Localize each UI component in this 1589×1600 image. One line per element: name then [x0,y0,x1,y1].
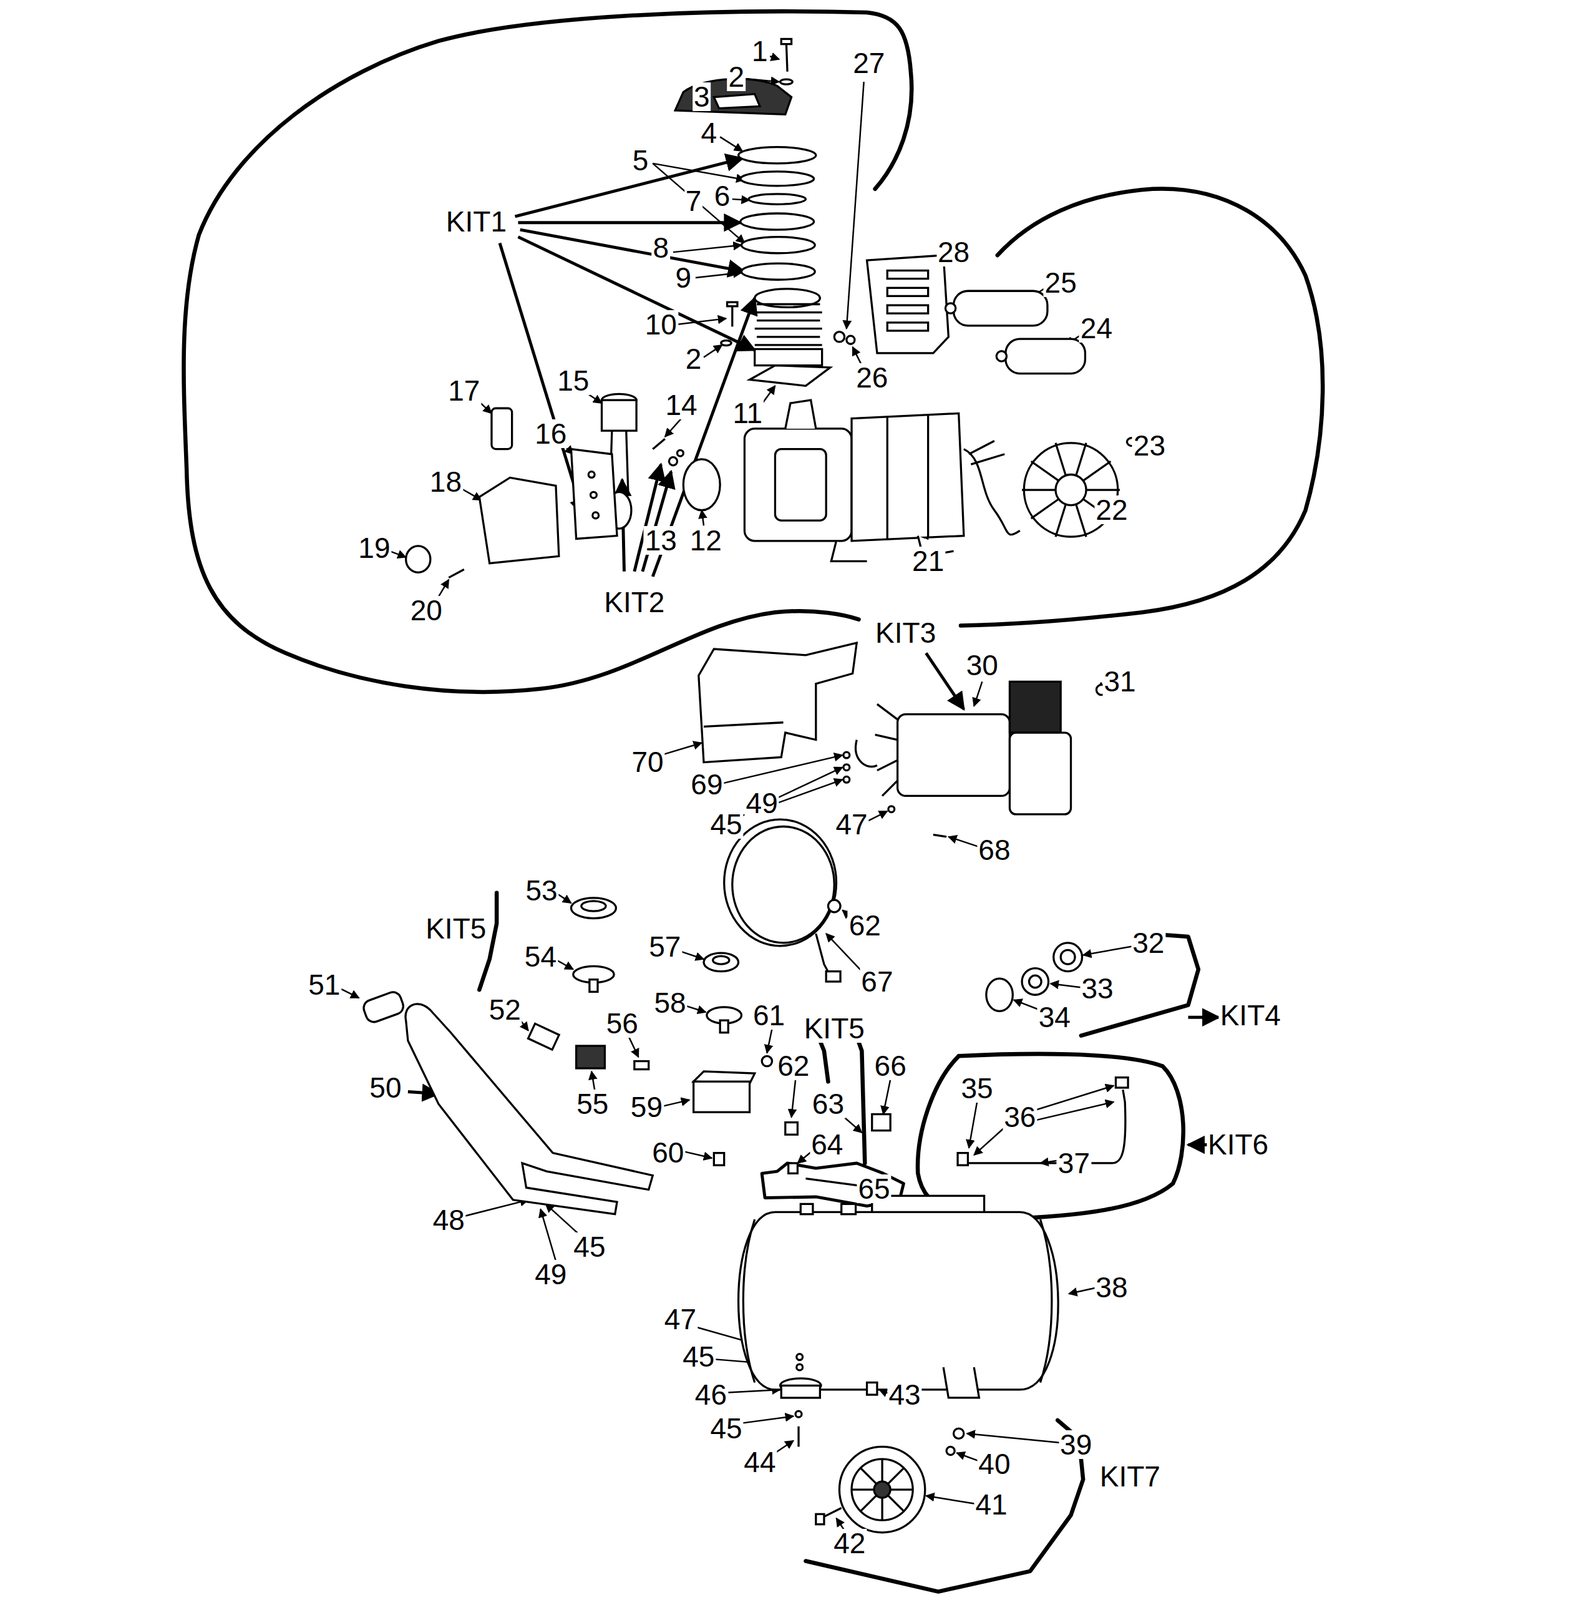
callout-number: 19 [356,533,392,563]
callout-number: 14 [663,390,699,420]
kit-label: KIT6 [1206,1129,1270,1159]
callout-number: 45 [681,1341,716,1371]
callout-number: 39 [1058,1429,1094,1459]
callout-number: 37 [1056,1148,1092,1178]
callout-number: 26 [854,363,890,392]
callout-number: 52 [487,995,523,1024]
kit-label: KIT7 [1098,1461,1162,1491]
callout-number: 8 [651,233,671,263]
callout-number: 42 [832,1528,867,1558]
callout-number: 69 [689,769,724,799]
callout-number: 55 [575,1089,610,1118]
callout-number: 30 [965,650,1000,680]
callout-number: 13 [643,525,679,555]
kit-label: KIT2 [602,587,666,617]
callout-number: 10 [643,310,679,339]
callout-number: 15 [555,366,591,395]
callout-number: 23 [1132,431,1167,460]
part-drawings [361,38,1137,1532]
callout-number: 49 [744,788,780,818]
callout-number: 31 [1102,666,1137,696]
callout-number: 35 [960,1073,995,1103]
callout-number: 62 [847,910,883,940]
callout-number: 53 [524,875,559,905]
callout-number: 54 [523,942,558,971]
callout-number: 60 [650,1137,686,1167]
kit-label: KIT5 [802,1013,866,1043]
callout-number: 20 [409,595,444,625]
callout-number: 51 [306,970,342,999]
callout-number: 4 [699,118,719,148]
callout-number: 2 [727,62,747,92]
callout-number: 58 [652,988,687,1017]
callout-number: 62 [776,1051,811,1080]
callout-number: 17 [446,376,482,405]
callout-number: 9 [674,263,694,292]
callout-number: 6 [713,181,732,211]
callout-number: 50 [368,1073,403,1102]
callout-number: 18 [428,467,463,496]
callout-number: 24 [1079,313,1114,343]
kit-outlines [184,11,1324,1591]
callout-number: 28 [936,237,971,267]
callout-number: 32 [1131,928,1166,958]
callout-number: 5 [631,145,651,175]
kit-label: KIT4 [1219,1000,1283,1030]
callout-number: 68 [976,835,1012,865]
callout-number: 11 [731,398,764,428]
callout-number: 65 [856,1174,891,1203]
callout-number: 45 [708,1413,744,1443]
callout-number: 59 [629,1092,664,1122]
callout-number: 12 [688,525,724,555]
callout-number: 16 [533,419,568,448]
callout-number: 25 [1043,268,1079,297]
callout-number: 27 [851,48,886,78]
callout-number: 45 [572,1232,607,1261]
callout-number: 61 [751,1000,787,1030]
callout-number: 49 [533,1259,568,1289]
callout-number: 47 [663,1304,698,1334]
callout-number: 40 [976,1449,1012,1478]
callout-number: 2 [684,344,704,374]
kit-arrows [408,158,1220,1145]
callout-number: 33 [1079,973,1115,1003]
kit-label: KIT1 [444,207,508,236]
callout-number: 48 [431,1205,467,1235]
callout-number: 38 [1094,1272,1129,1302]
callout-number: 1 [750,36,770,66]
callout-number: 45 [708,809,744,839]
callout-number: 44 [742,1447,777,1477]
callout-number: 21 [910,546,946,576]
callout-number: 70 [630,747,665,777]
callout-number: 46 [693,1380,729,1409]
leader-lines [338,56,1137,1530]
callout-number: 47 [834,809,869,839]
callout-number: 56 [605,1008,640,1038]
callout-number: 34 [1037,1002,1072,1032]
callout-number: 63 [811,1089,846,1118]
callout-number: 36 [1002,1102,1037,1132]
callout-number: 43 [887,1380,922,1409]
callout-number: 7 [684,186,704,216]
kit-label: KIT3 [874,618,938,647]
callout-number: 22 [1094,495,1129,525]
callout-number: 3 [692,82,712,112]
callout-number: 41 [973,1489,1009,1519]
callout-number: 57 [647,932,682,961]
callout-number: 66 [873,1051,908,1080]
callout-number: 64 [809,1129,845,1159]
kit-label: KIT5 [424,913,488,943]
callout-number: 67 [859,967,895,996]
